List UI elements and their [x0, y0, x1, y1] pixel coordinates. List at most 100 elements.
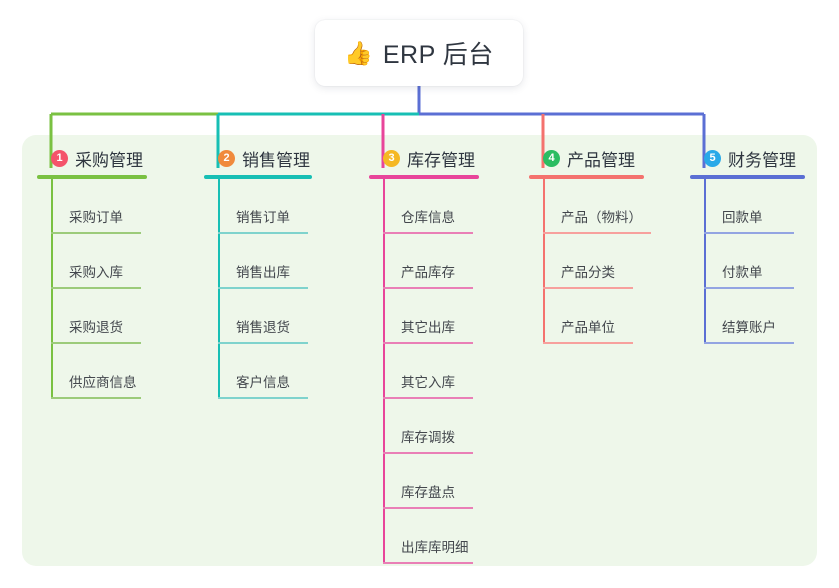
leaf-node-underline — [383, 507, 473, 509]
leaf-node-label: 供应商信息 — [69, 375, 137, 390]
leaf-node[interactable]: 产品分类 — [543, 234, 633, 289]
leaf-node-label: 采购入库 — [69, 265, 123, 280]
branch-header-2[interactable]: 2 销售管理 — [204, 146, 312, 171]
branch-title: 采购管理 — [75, 151, 143, 170]
leaf-node-label: 其它入库 — [401, 375, 455, 390]
leaf-node[interactable]: 供应商信息 — [51, 344, 141, 399]
leaf-node-underline — [383, 287, 473, 289]
leaf-node-label: 结算账户 — [722, 320, 776, 335]
leaf-node-underline — [218, 342, 308, 344]
branch-underline — [204, 175, 312, 179]
branch-spine — [383, 179, 385, 564]
branch-title: 财务管理 — [728, 151, 796, 170]
branch-leaf-list: 产品（物料） 产品分类产品单位 — [529, 179, 651, 344]
leaf-node-label: 销售退货 — [236, 320, 290, 335]
leaf-node-label: 产品单位 — [561, 320, 615, 335]
leaf-node[interactable]: 产品库存 — [383, 234, 473, 289]
branch-title: 产品管理 — [567, 151, 635, 170]
leaf-node-underline — [51, 287, 141, 289]
leaf-node[interactable]: 销售出库 — [218, 234, 308, 289]
branch-title: 销售管理 — [242, 151, 310, 170]
leaf-node[interactable]: 销售订单 — [218, 179, 308, 234]
leaf-node-underline — [218, 397, 308, 399]
leaf-node-underline — [218, 232, 308, 234]
leaf-node[interactable]: 产品（物料） — [543, 179, 651, 234]
thumbs-up-icon: 👍 — [344, 39, 373, 66]
leaf-node[interactable]: 采购入库 — [51, 234, 141, 289]
branch-column-4: 4 产品管理产品（物料） 产品分类产品单位 — [529, 146, 651, 344]
branch-number-badge: 5 — [704, 150, 721, 167]
branch-header-3[interactable]: 3 库存管理 — [369, 146, 479, 171]
branch-header-1[interactable]: 1 采购管理 — [37, 146, 147, 171]
branch-number-badge: 4 — [543, 150, 560, 167]
leaf-node-underline — [51, 397, 141, 399]
leaf-node[interactable]: 其它出库 — [383, 289, 473, 344]
branch-header-5[interactable]: 5 财务管理 — [690, 146, 805, 171]
branch-column-1: 1 采购管理采购订单采购入库采购退货供应商信息 — [37, 146, 147, 399]
leaf-node-label: 出库库明细 — [401, 540, 469, 555]
leaf-node-underline — [383, 232, 473, 234]
leaf-node[interactable]: 仓库信息 — [383, 179, 473, 234]
leaf-node-label: 产品分类 — [561, 265, 615, 280]
leaf-node-underline — [704, 342, 794, 344]
leaf-node-label: 其它出库 — [401, 320, 455, 335]
branch-column-2: 2 销售管理销售订单销售出库销售退货客户信息 — [204, 146, 312, 399]
branch-leaf-list: 采购订单采购入库采购退货供应商信息 — [37, 179, 147, 399]
leaf-node-label: 产品库存 — [401, 265, 455, 280]
leaf-node-underline — [383, 342, 473, 344]
leaf-node-label: 库存盘点 — [401, 485, 455, 500]
leaf-node-underline — [218, 287, 308, 289]
branch-column-5: 5 财务管理回款单付款单结算账户 — [690, 146, 805, 344]
leaf-node[interactable]: 其它入库 — [383, 344, 473, 399]
root-node[interactable]: 👍 ERP 后台 — [315, 20, 523, 86]
leaf-node[interactable]: 结算账户 — [704, 289, 794, 344]
leaf-node-label: 销售出库 — [236, 265, 290, 280]
leaf-node[interactable]: 出库库明细 — [383, 509, 473, 564]
leaf-node-underline — [51, 232, 141, 234]
leaf-node-underline — [543, 232, 651, 234]
branch-spine — [51, 179, 53, 399]
branch-leaf-list: 回款单付款单结算账户 — [690, 179, 805, 344]
branch-column-3: 3 库存管理仓库信息产品库存其它出库其它入库库存调拨库存盘点出库库明细 — [369, 146, 479, 564]
leaf-node-label: 仓库信息 — [401, 210, 455, 225]
leaf-node[interactable]: 库存盘点 — [383, 454, 473, 509]
branch-spine — [543, 179, 545, 344]
branch-header-4[interactable]: 4 产品管理 — [529, 146, 644, 171]
branch-number-badge: 2 — [218, 150, 235, 167]
leaf-node-label: 库存调拨 — [401, 430, 455, 445]
leaf-node[interactable]: 客户信息 — [218, 344, 308, 399]
leaf-node-underline — [543, 287, 633, 289]
branch-spine — [704, 179, 706, 344]
branch-underline — [690, 175, 805, 179]
leaf-node-underline — [383, 562, 473, 564]
leaf-node[interactable]: 产品单位 — [543, 289, 633, 344]
leaf-node-underline — [704, 232, 794, 234]
leaf-node-label: 采购退货 — [69, 320, 123, 335]
leaf-node[interactable]: 付款单 — [704, 234, 794, 289]
leaf-node-underline — [543, 342, 633, 344]
leaf-node-underline — [383, 452, 473, 454]
leaf-node-label: 产品（物料） — [561, 210, 642, 225]
leaf-node-label: 采购订单 — [69, 210, 123, 225]
root-node-label: ERP 后台 — [382, 41, 494, 69]
leaf-node-label: 付款单 — [722, 265, 763, 280]
leaf-node[interactable]: 库存调拨 — [383, 399, 473, 454]
leaf-node-label: 客户信息 — [236, 375, 290, 390]
leaf-node[interactable]: 回款单 — [704, 179, 794, 234]
branch-number-badge: 1 — [51, 150, 68, 167]
branch-title: 库存管理 — [407, 151, 475, 170]
leaf-node[interactable]: 采购订单 — [51, 179, 141, 234]
branch-number-badge: 3 — [383, 150, 400, 167]
leaf-node-label: 销售订单 — [236, 210, 290, 225]
leaf-node[interactable]: 采购退货 — [51, 289, 141, 344]
leaf-node-label: 回款单 — [722, 210, 763, 225]
branch-underline — [369, 175, 479, 179]
branch-spine — [218, 179, 220, 399]
branch-underline — [529, 175, 644, 179]
branch-leaf-list: 仓库信息产品库存其它出库其它入库库存调拨库存盘点出库库明细 — [369, 179, 479, 564]
leaf-node-underline — [704, 287, 794, 289]
leaf-node[interactable]: 销售退货 — [218, 289, 308, 344]
leaf-node-underline — [51, 342, 141, 344]
branch-leaf-list: 销售订单销售出库销售退货客户信息 — [204, 179, 312, 399]
